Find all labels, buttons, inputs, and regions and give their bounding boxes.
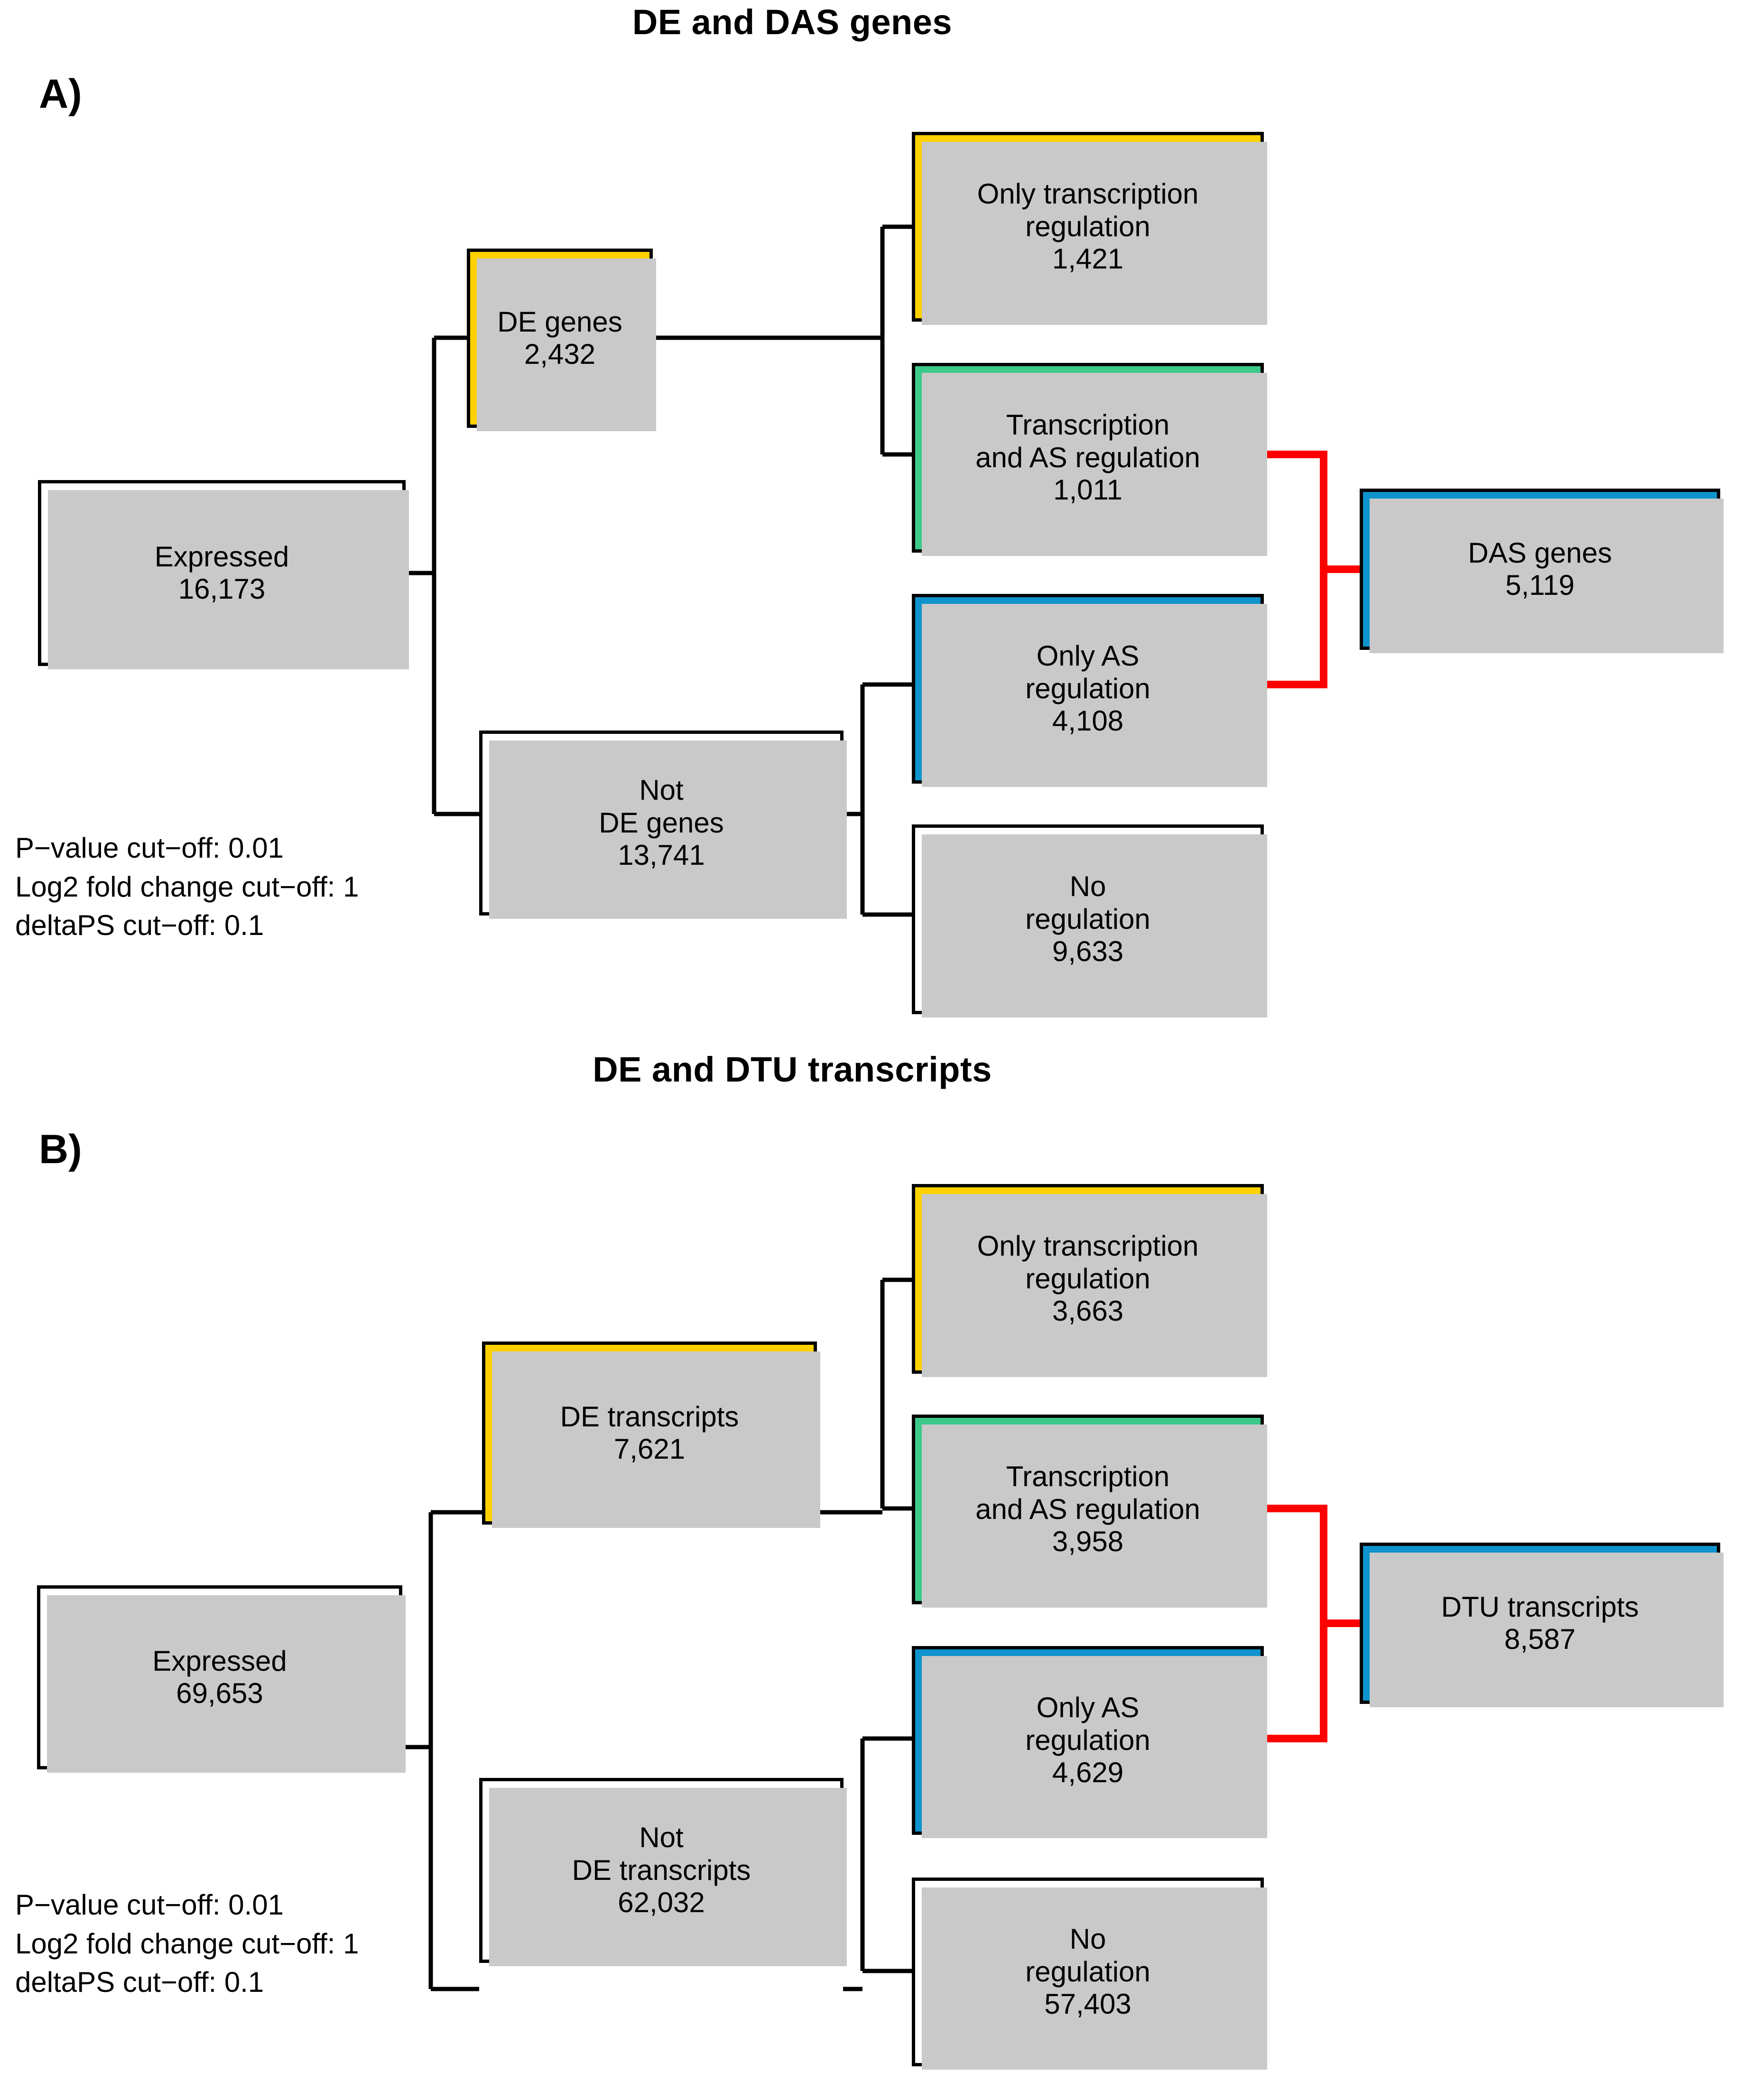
panel-a-note-log2fc: Log2 fold change cut−off: 1 [15, 870, 359, 903]
node-a-only-transcription-regulation[interactable]: Only transcription regulation 1,421 [912, 132, 1267, 325]
node-b-expressed-value: 69,653 [176, 1677, 263, 1709]
panel-a-note-pvalue: P−value cut−off: 0.01 [15, 832, 284, 864]
node-b-dtu-transcripts-value: 8,587 [1504, 1623, 1576, 1655]
node-b-only-as-label1: Only AS [1036, 1692, 1140, 1724]
node-b-only-transcription-value: 3,663 [1052, 1295, 1124, 1327]
node-b-only-as-regulation[interactable]: Only AS regulation 4,629 [912, 1646, 1267, 1838]
node-b-transcription-as-label2: and AS regulation [975, 1493, 1200, 1525]
panel-a-note-deltaps: deltaPS cut−off: 0.1 [15, 909, 264, 942]
node-b-only-transcription-regulation[interactable]: Only transcription regulation 3,663 [912, 1184, 1267, 1377]
node-a-no-regulation-label2: regulation [1025, 903, 1150, 935]
edge-b-dtu-bracket [1263, 1505, 1327, 1742]
node-a-de-genes[interactable]: DE genes 2,432 [467, 249, 656, 431]
node-b-only-transcription-label2: regulation [1025, 1262, 1150, 1295]
node-a-expressed[interactable]: Expressed 16,173 [38, 480, 409, 669]
node-a-only-as-label2: regulation [1025, 672, 1150, 704]
panel-b-title: DE and DTU transcripts [593, 1050, 992, 1089]
node-b-dtu-transcripts-label: DTU transcripts [1441, 1591, 1639, 1623]
node-a-transcription-as-label2: and AS regulation [975, 441, 1200, 473]
node-b-de-transcripts[interactable]: DE transcripts 7,621 [482, 1341, 820, 1528]
panel-b-letter: B) [39, 1127, 82, 1172]
panel-b-note-pvalue: P−value cut−off: 0.01 [15, 1889, 284, 1921]
node-b-transcription-as-value: 3,958 [1052, 1526, 1124, 1558]
node-a-only-transcription-value: 1,421 [1052, 243, 1124, 275]
node-b-only-as-label2: regulation [1025, 1724, 1150, 1756]
node-a-de-genes-value: 2,432 [524, 338, 596, 370]
node-a-not-de-genes-value: 13,741 [618, 839, 705, 871]
node-b-dtu-transcripts[interactable]: DTU transcripts 8,587 [1360, 1543, 1724, 1707]
node-a-expressed-value: 16,173 [178, 573, 266, 605]
node-a-transcription-and-as-regulation[interactable]: Transcription and AS regulation 1,011 [912, 363, 1267, 556]
node-a-transcription-as-label1: Transcription [1006, 409, 1170, 441]
node-b-no-regulation-label1: No [1069, 1923, 1106, 1955]
node-b-no-regulation-label2: regulation [1025, 1955, 1150, 1988]
panel-b-note-deltaps: deltaPS cut−off: 0.1 [15, 1966, 264, 1998]
node-a-only-transcription-label2: regulation [1025, 210, 1150, 242]
node-a-no-regulation[interactable]: No regulation 9,633 [912, 824, 1267, 1018]
edge-a-das-bracket [1263, 451, 1327, 688]
node-a-transcription-as-value: 1,011 [1053, 474, 1122, 506]
node-a-not-de-genes-label1: Not [639, 774, 684, 806]
node-a-das-genes[interactable]: DAS genes 5,119 [1360, 489, 1724, 653]
node-a-das-genes-value: 5,119 [1505, 569, 1575, 601]
node-a-no-regulation-value: 9,633 [1052, 935, 1124, 968]
node-b-transcription-as-label1: Transcription [1006, 1461, 1170, 1493]
node-b-expressed-label: Expressed [152, 1645, 287, 1677]
node-a-no-regulation-label1: No [1069, 870, 1106, 903]
panel-a-letter: A) [39, 71, 82, 117]
node-a-de-genes-label: DE genes [497, 305, 622, 338]
node-b-expressed[interactable]: Expressed 69,653 [37, 1585, 406, 1773]
node-b-de-transcripts-label: DE transcripts [560, 1400, 739, 1433]
node-b-not-de-transcripts-label2: DE transcripts [572, 1854, 751, 1886]
node-b-not-de-transcripts-label1: Not [639, 1822, 684, 1854]
node-a-not-de-genes-label2: DE genes [599, 806, 724, 839]
node-b-not-de-transcripts[interactable]: Not DE transcripts 62,032 [479, 1778, 847, 1966]
panel-b-note-log2fc: Log2 fold change cut−off: 1 [15, 1927, 359, 1960]
node-b-no-regulation-value: 57,403 [1044, 1988, 1131, 2020]
node-a-only-as-value: 4,108 [1052, 705, 1124, 737]
node-b-only-transcription-label1: Only transcription [977, 1230, 1199, 1262]
node-a-only-as-regulation[interactable]: Only AS regulation 4,108 [912, 594, 1267, 787]
panel-b-cutoff-notes: P−value cut−off: 0.01 Log2 fold change c… [15, 1886, 359, 2002]
node-a-only-transcription-label1: Only transcription [977, 178, 1199, 210]
node-a-not-de-genes[interactable]: Not DE genes 13,741 [479, 731, 847, 919]
node-b-de-transcripts-value: 7,621 [613, 1433, 686, 1465]
node-b-no-regulation[interactable]: No regulation 57,403 [912, 1878, 1267, 2070]
node-a-only-as-label1: Only AS [1036, 640, 1140, 672]
node-b-transcription-and-as-regulation[interactable]: Transcription and AS regulation 3,958 [912, 1415, 1267, 1608]
panel-a-cutoff-notes: P−value cut−off: 0.01 Log2 fold change c… [15, 829, 359, 945]
node-a-expressed-label: Expressed [154, 540, 289, 573]
node-b-not-de-transcripts-value: 62,032 [618, 1887, 705, 1919]
node-b-only-as-value: 4,629 [1052, 1757, 1124, 1789]
panel-a-title: DE and DAS genes [632, 2, 953, 42]
node-a-das-genes-label: DAS genes [1468, 537, 1612, 569]
